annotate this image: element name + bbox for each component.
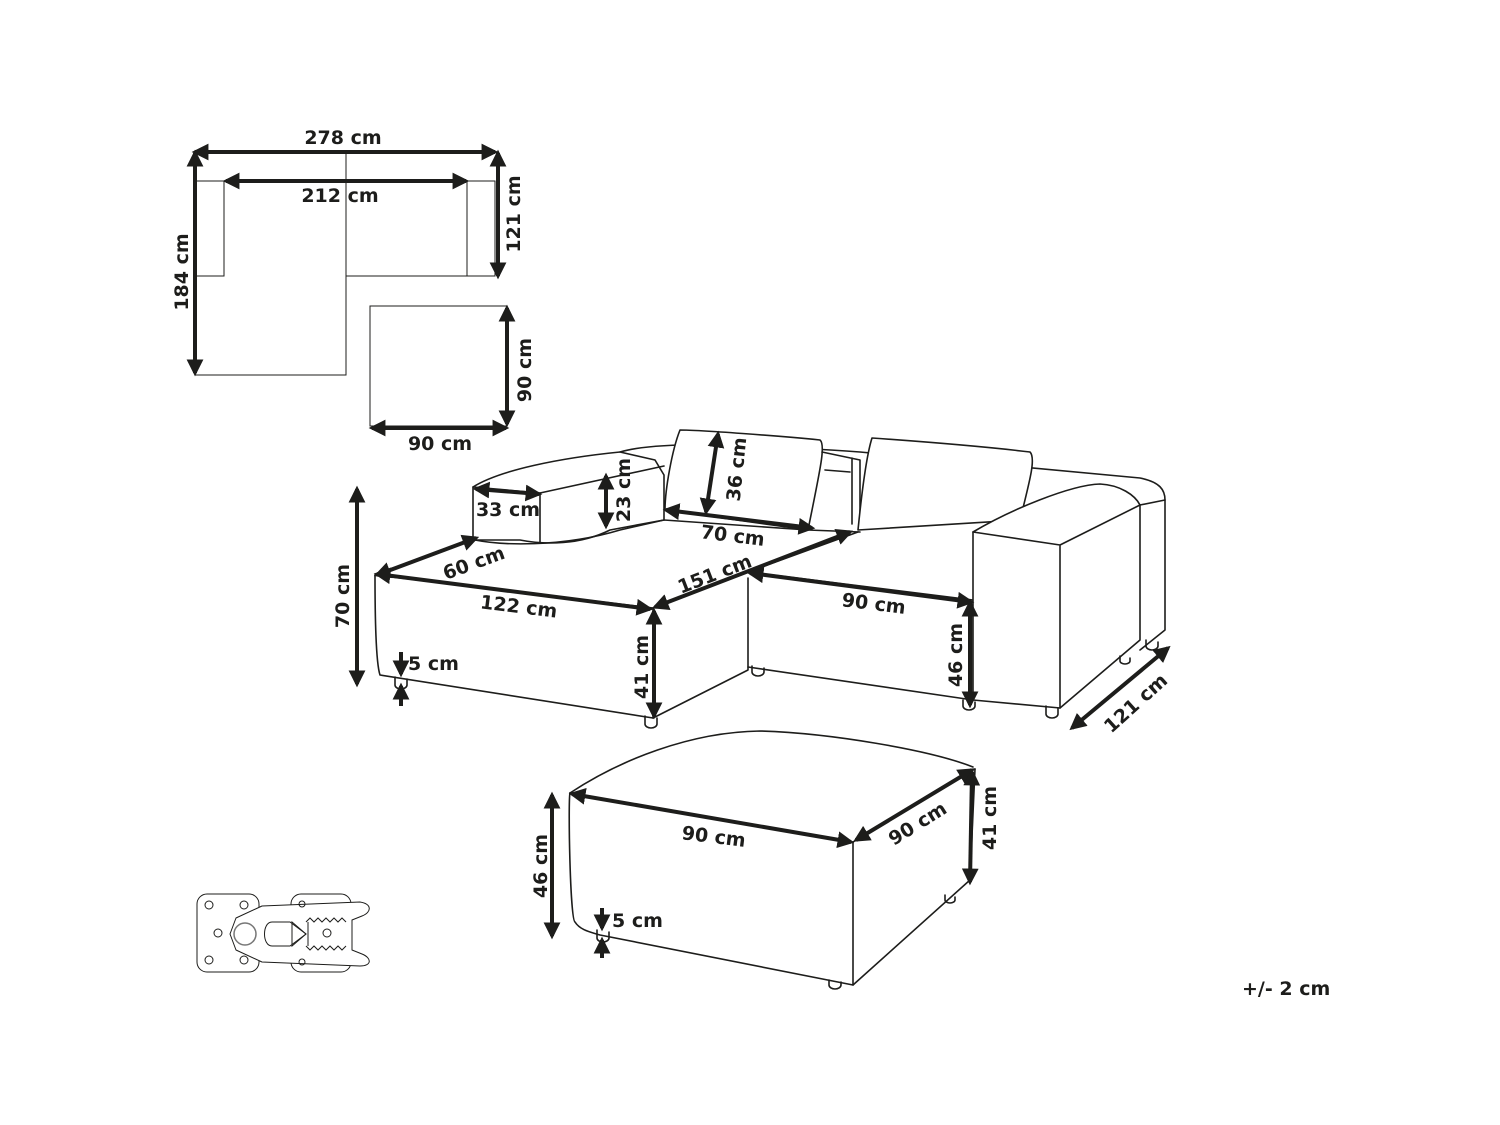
label-chaise-length: 151 cm: [675, 550, 755, 598]
label-armrest-width: 33 cm: [476, 499, 540, 521]
label-ottoman-top-width: 90 cm: [408, 433, 472, 455]
label-ottoman-height: 46 cm: [530, 834, 552, 898]
label-121-top: 121 cm: [503, 175, 525, 252]
label-chaise-seat-height: 41 cm: [631, 635, 653, 699]
label-seat-height: 46 cm: [945, 623, 967, 687]
ottoman-3d-dimensions: 90 cm 90 cm 46 cm 41 cm 5 cm: [530, 768, 1001, 958]
label-212: 212 cm: [301, 185, 378, 207]
top-view-sofa: 278 cm 212 cm 184 cm 121 cm: [171, 127, 525, 377]
sofa-3d-drawing: [374, 429, 1166, 729]
label-depth: 121 cm: [1100, 669, 1172, 737]
label-ottoman-seat-height: 41 cm: [979, 786, 1001, 850]
label-armrest-height: 23 cm: [613, 458, 635, 522]
tolerance-note: +/- 2 cm: [1242, 978, 1330, 1000]
ottoman-3d-drawing: [568, 730, 976, 990]
label-ottoman-top-depth: 90 cm: [514, 338, 536, 402]
label-184: 184 cm: [171, 233, 193, 310]
label-ottoman-leg-height: 5 cm: [612, 910, 663, 932]
label-leg-height: 5 cm: [408, 653, 459, 675]
top-view-ottoman: 90 cm 90 cm: [368, 304, 536, 455]
label-overall-height: 70 cm: [332, 564, 354, 628]
label-ottoman-width: 90 cm: [681, 822, 747, 852]
connector-clip-icon: [196, 893, 370, 973]
label-278: 278 cm: [304, 127, 381, 149]
label-ottoman-depth: 90 cm: [885, 798, 951, 851]
